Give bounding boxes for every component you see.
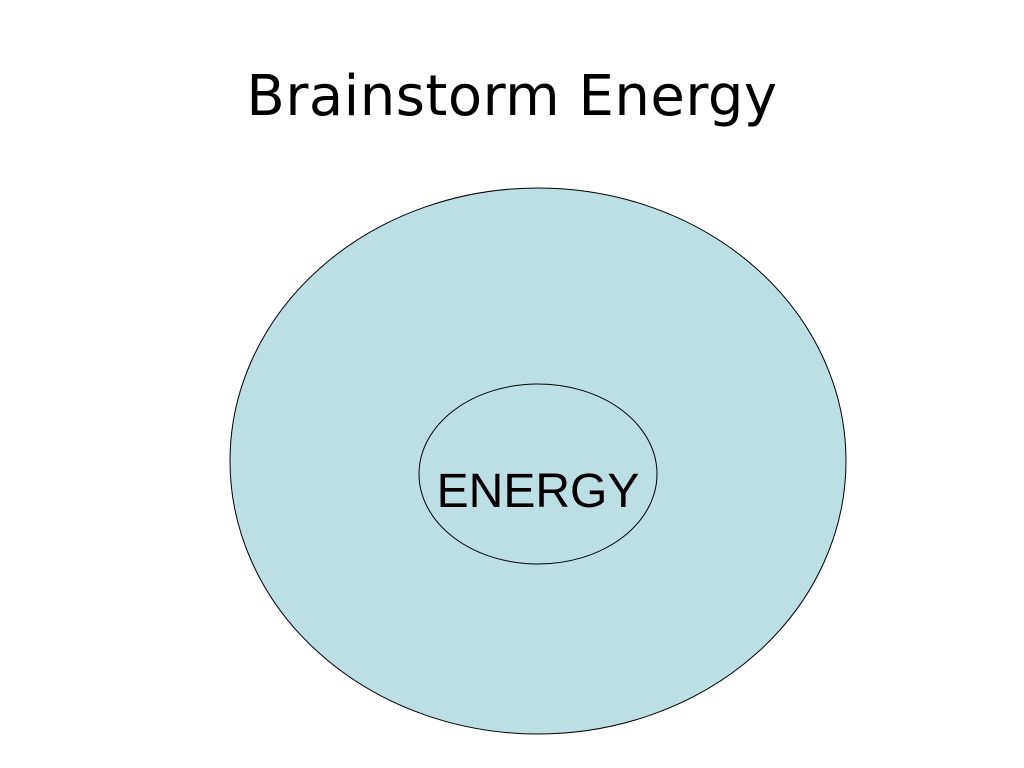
inner-circle: [418, 383, 658, 565]
slide-title: Brainstorm Energy: [246, 64, 778, 129]
center-label: ENERGY: [437, 465, 640, 518]
